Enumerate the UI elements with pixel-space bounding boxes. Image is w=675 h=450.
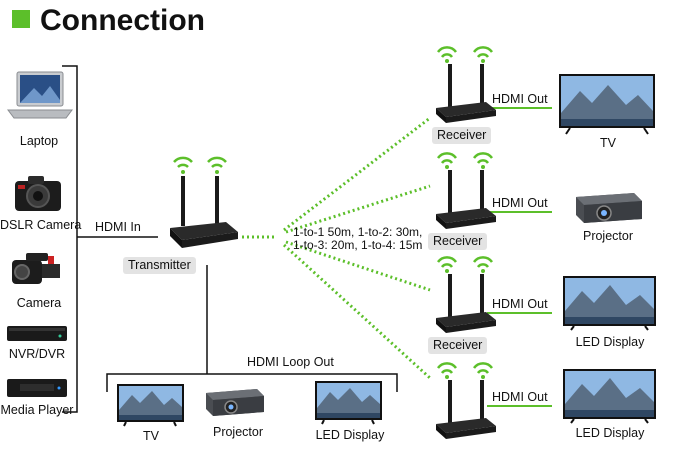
- receiver-4-device-icon: [436, 362, 496, 439]
- wireless-links: [242, 116, 432, 380]
- hdmi-out-label-2: HDMI Out: [492, 196, 548, 210]
- source-label-dslr-camera: DSLR Camera: [0, 218, 82, 232]
- led-display-icon: [563, 276, 656, 331]
- range-text-line2: 1-to-3: 20m, 1-to-4: 15m: [293, 238, 423, 252]
- laptop-icon: [7, 71, 73, 119]
- loop-tv-icon: [117, 384, 184, 427]
- loop-led-display-icon: [315, 381, 382, 425]
- display-label-2: Projector: [582, 229, 634, 243]
- display-label-4: LED Display: [575, 426, 645, 440]
- receiver-1-label: Receiver: [432, 127, 492, 144]
- receiver-2-device-icon: [436, 152, 496, 229]
- tv-icon: [559, 74, 655, 135]
- nvr-dvr-icon: [7, 326, 67, 341]
- loop-output-label-projector: Projector: [212, 425, 264, 439]
- hdmi-loop-out-label: HDMI Loop Out: [247, 355, 334, 369]
- camcorder-icon: [12, 253, 60, 284]
- receiver-3-device-icon: [436, 256, 496, 333]
- display-label-1: TV: [600, 136, 616, 150]
- transmitter-label: Transmitter: [123, 257, 196, 274]
- wifi-icon: [173, 156, 193, 174]
- led-display-icon: [563, 369, 656, 424]
- title-square-icon: [12, 10, 30, 28]
- source-bracket: [62, 65, 78, 413]
- dslr-camera-icon: [15, 176, 61, 211]
- media-player-icon: [7, 379, 67, 397]
- transmitter-device-icon: [170, 156, 238, 248]
- range-text-line1: 1-to-1 50m, 1-to-2: 30m,: [293, 225, 423, 239]
- receiver-2-label: Receiver: [428, 233, 488, 250]
- hdmi-out-label-4: HDMI Out: [492, 390, 548, 404]
- receiver-1-device-icon: [436, 46, 496, 123]
- loop-out-bracket: [106, 373, 398, 392]
- page-title: Connection: [40, 4, 205, 37]
- display-label-3: LED Display: [575, 335, 645, 349]
- loop-output-label-tv: TV: [143, 429, 159, 443]
- hdmi-out-label-1: HDMI Out: [492, 92, 548, 106]
- loop-projector-icon: [206, 389, 264, 416]
- hdmi-out-label-3: HDMI Out: [492, 297, 548, 311]
- hdmi-out-lines: [487, 107, 552, 407]
- source-label-laptop: Laptop: [19, 134, 59, 148]
- hdmi-in-label: HDMI In: [95, 220, 141, 234]
- loop-output-label-led-display: LED Display: [315, 428, 385, 442]
- source-label-camera: Camera: [16, 296, 62, 310]
- source-label-nvr-dvr: NVR/DVR: [8, 347, 66, 361]
- receiver-3-label: Receiver: [428, 337, 488, 354]
- projector-icon: [576, 193, 642, 223]
- source-label-media-player: Media Player: [0, 403, 74, 417]
